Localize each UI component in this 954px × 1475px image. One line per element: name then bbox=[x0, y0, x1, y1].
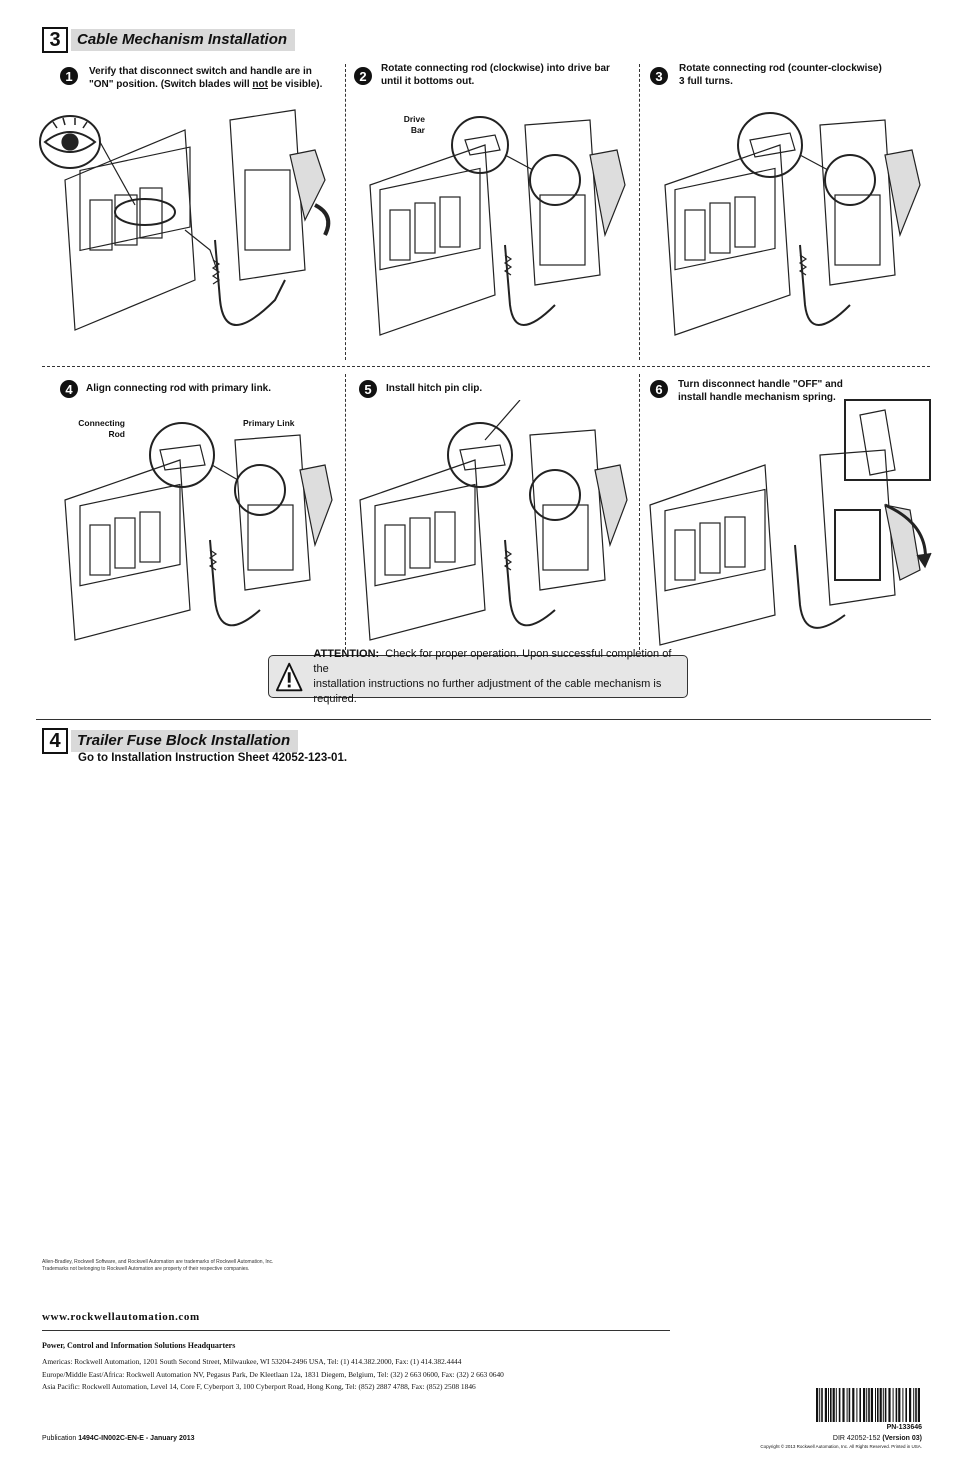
divider-v2 bbox=[639, 64, 640, 360]
section-4-number: 4 bbox=[42, 728, 68, 754]
figure-step-4 bbox=[64, 422, 333, 641]
address-americas: Americas: Rockwell Automation, 1201 Sout… bbox=[42, 1357, 462, 1366]
attention-label: ATTENTION: bbox=[313, 647, 380, 660]
section-3-number: 3 bbox=[42, 27, 68, 53]
step-2-text: Rotate connecting rod (clockwise) into d… bbox=[381, 63, 610, 87]
divider-v1 bbox=[345, 64, 346, 360]
step-4-text: Align connecting rod with primary link. bbox=[86, 383, 272, 394]
section-divider bbox=[36, 719, 931, 720]
section-3-header: 3 Cable Mechanism Installation bbox=[42, 27, 296, 53]
part-number: PN-133646 bbox=[886, 1424, 922, 1431]
section-4-title: Trailer Fuse Block Installation bbox=[71, 730, 299, 752]
warning-icon bbox=[275, 662, 303, 691]
trademark-line-2: Trademarks not belonging to Rockwell Aut… bbox=[42, 1266, 250, 1272]
divider-v4 bbox=[639, 374, 640, 650]
figure-step-1 bbox=[39, 109, 331, 331]
step-3-text: Rotate connecting rod (counter-clockwise… bbox=[679, 63, 882, 87]
step-6-number: 6 bbox=[650, 380, 668, 398]
footer-rule bbox=[42, 1330, 670, 1331]
callout-primary-link: Primary Link bbox=[243, 418, 295, 428]
attention-box: ATTENTION:Check for proper operation. Up… bbox=[268, 648, 688, 705]
barcode-image bbox=[816, 1388, 920, 1422]
step-2-number: 2 bbox=[354, 67, 372, 85]
hq-addresses: Americas: Rockwell Automation, 1201 Sout… bbox=[42, 1356, 504, 1394]
step-5-text: Install hitch pin clip. bbox=[386, 383, 483, 394]
address-europe: Europe/Middle East/Africa: Rockwell Auto… bbox=[42, 1369, 504, 1379]
attention-text: ATTENTION:Check for proper operation. Up… bbox=[313, 647, 672, 705]
trademark-line-1: Allen-Bradley, Rockwell Software, and Ro… bbox=[42, 1259, 274, 1265]
divider-v3 bbox=[345, 374, 346, 650]
publication-info: Publication 1494C-IN002C-EN-E - January … bbox=[42, 1435, 195, 1442]
figure-step-6 bbox=[649, 399, 932, 646]
step-5-number: 5 bbox=[359, 380, 377, 398]
website-link[interactable]: www.rockwellautomation.com bbox=[42, 1311, 200, 1323]
copyright: Copyright © 2013 Rockwell Automation, In… bbox=[760, 1444, 922, 1449]
figure-step-2 bbox=[369, 116, 626, 336]
dir-version: DIR 42052-152 (Version 03) bbox=[832, 1435, 922, 1442]
hq-title: Power, Control and Information Solutions… bbox=[42, 1341, 236, 1350]
address-asia: Asia Pacific: Rockwell Automation, Level… bbox=[42, 1382, 476, 1391]
section-4-instruction: Go to Installation Instruction Sheet 420… bbox=[78, 752, 348, 764]
step-1-number: 1 bbox=[60, 67, 78, 85]
section-4-header: 4 Trailer Fuse Block Installation bbox=[42, 728, 299, 754]
section-3-title: Cable Mechanism Installation bbox=[71, 29, 296, 51]
step-1-text: Verify that disconnect switch and handle… bbox=[89, 66, 323, 90]
step-3-number: 3 bbox=[650, 67, 668, 85]
step-4-number: 4 bbox=[60, 380, 78, 398]
figure-step-3 bbox=[664, 112, 921, 336]
divider-h bbox=[42, 366, 930, 367]
figure-step-5 bbox=[359, 400, 628, 641]
